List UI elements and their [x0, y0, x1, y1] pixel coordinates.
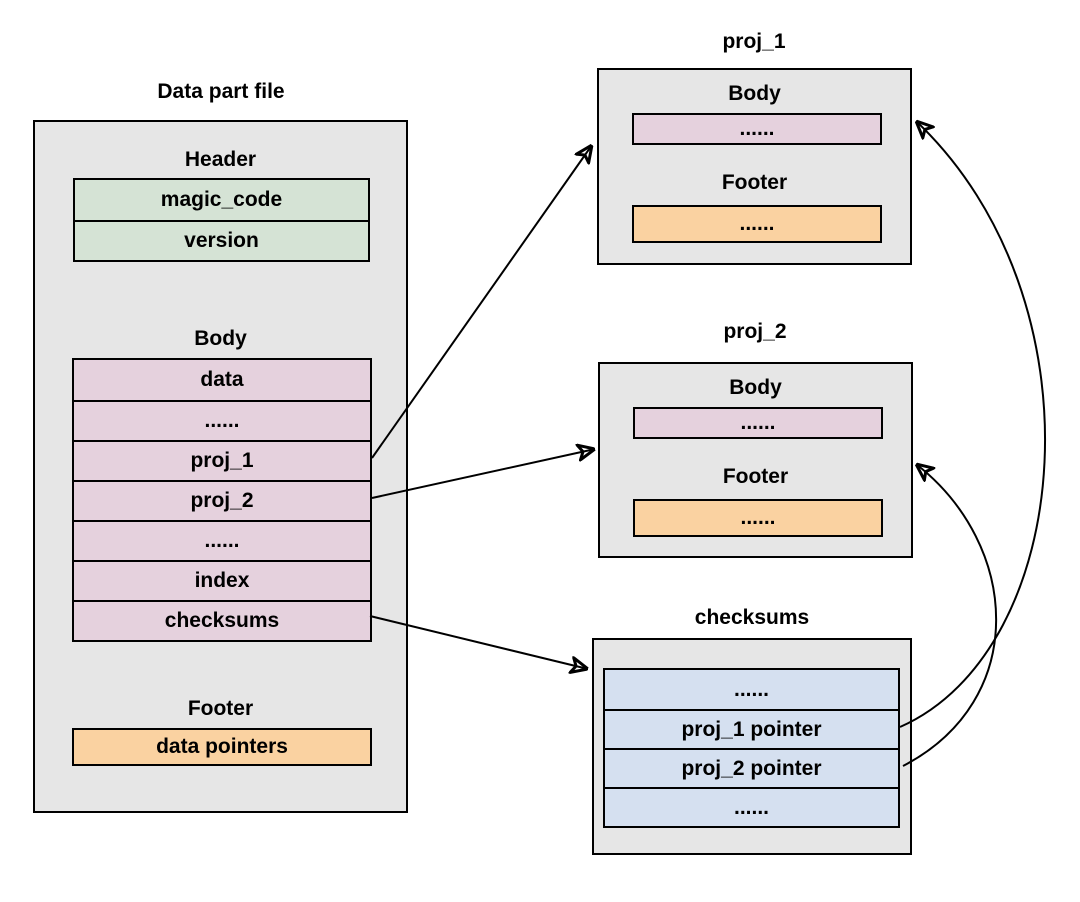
row-data-pointers: data pointers — [72, 728, 372, 766]
data-part-file-box: Header magic_code version Body data ....… — [33, 120, 408, 813]
checksums-box: ...... proj_1 pointer proj_2 pointer ...… — [592, 638, 912, 855]
row-checksums: checksums — [74, 600, 370, 640]
proj2-title: proj_2 — [723, 320, 787, 343]
proj1-footer-label: Footer — [721, 171, 788, 194]
arrow-proj1-pointer-back — [899, 121, 1046, 728]
proj1-title: proj_1 — [722, 30, 786, 53]
row-proj-2: proj_2 — [74, 480, 370, 520]
footer-label: Footer — [187, 697, 254, 720]
body-label: Body — [194, 327, 247, 350]
proj1-box: Body ...... Footer ...... — [597, 68, 912, 265]
row-data: data — [74, 360, 370, 400]
checksums-table: ...... proj_1 pointer proj_2 pointer ...… — [603, 668, 900, 828]
proj2-footer-bar: ...... — [633, 499, 883, 537]
data-part-file-title: Data part file — [157, 80, 285, 103]
proj1-body-label: Body — [728, 82, 781, 105]
body-table: data ...... proj_1 proj_2 ...... index c… — [72, 358, 372, 642]
row-proj1-pointer: proj_1 pointer — [605, 709, 898, 748]
row-version: version — [75, 220, 368, 260]
proj1-body-bar: ...... — [632, 113, 882, 145]
proj2-body-bar: ...... — [633, 407, 883, 439]
row-proj-1: proj_1 — [74, 440, 370, 480]
row-cs-ellipsis-1: ...... — [605, 670, 898, 709]
row-proj2-pointer: proj_2 pointer — [605, 748, 898, 787]
proj2-footer-label: Footer — [722, 465, 789, 488]
header-label: Header — [184, 148, 257, 171]
checksums-title: checksums — [694, 606, 810, 629]
header-table: magic_code version — [73, 178, 370, 262]
proj2-box: Body ...... Footer ...... — [598, 362, 913, 558]
row-ellipsis-2: ...... — [74, 520, 370, 560]
row-cs-ellipsis-2: ...... — [605, 787, 898, 826]
row-ellipsis-1: ...... — [74, 400, 370, 440]
row-magic-code: magic_code — [75, 180, 368, 220]
proj2-body-label: Body — [729, 376, 782, 399]
arrow-proj2-pointer-back — [902, 464, 997, 767]
proj1-footer-bar: ...... — [632, 205, 882, 243]
row-index: index — [74, 560, 370, 600]
